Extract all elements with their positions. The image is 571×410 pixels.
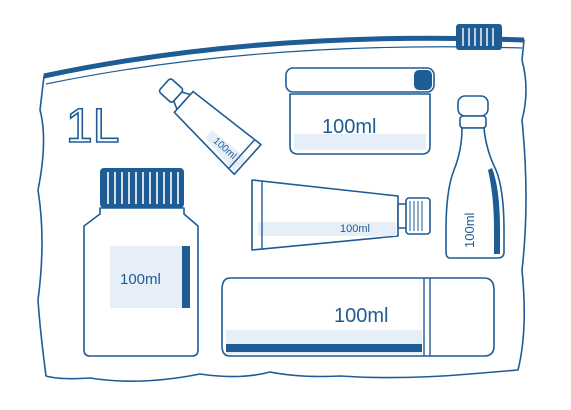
slim-bottle-label: 100ml [462, 212, 477, 248]
canister: 100ml [221, 277, 495, 357]
small-tube: 100ml [158, 78, 262, 176]
wide-bottle-cap [100, 168, 184, 208]
middle-tube-label: 100ml [340, 223, 370, 235]
wide-bottle-label: 100ml [120, 271, 161, 288]
zip-seal-inner-line [45, 46, 523, 85]
jar-lid [285, 67, 435, 93]
canister-label: 100ml [334, 305, 388, 327]
wide-bottle: 100ml [83, 168, 199, 357]
wide-bottle-label-panel [110, 246, 190, 308]
zip-seal-line [43, 35, 525, 79]
cream-jar: 100ml [285, 67, 435, 155]
slim-bottle-cap [457, 95, 489, 117]
slim-bottle-body [445, 127, 505, 259]
slim-bottle: 100ml [445, 95, 505, 259]
zip-slider [456, 24, 502, 50]
jar-label: 100ml [322, 116, 376, 138]
middle-tube: 100ml [251, 179, 431, 251]
bag-capacity-label: 1L [66, 100, 119, 153]
